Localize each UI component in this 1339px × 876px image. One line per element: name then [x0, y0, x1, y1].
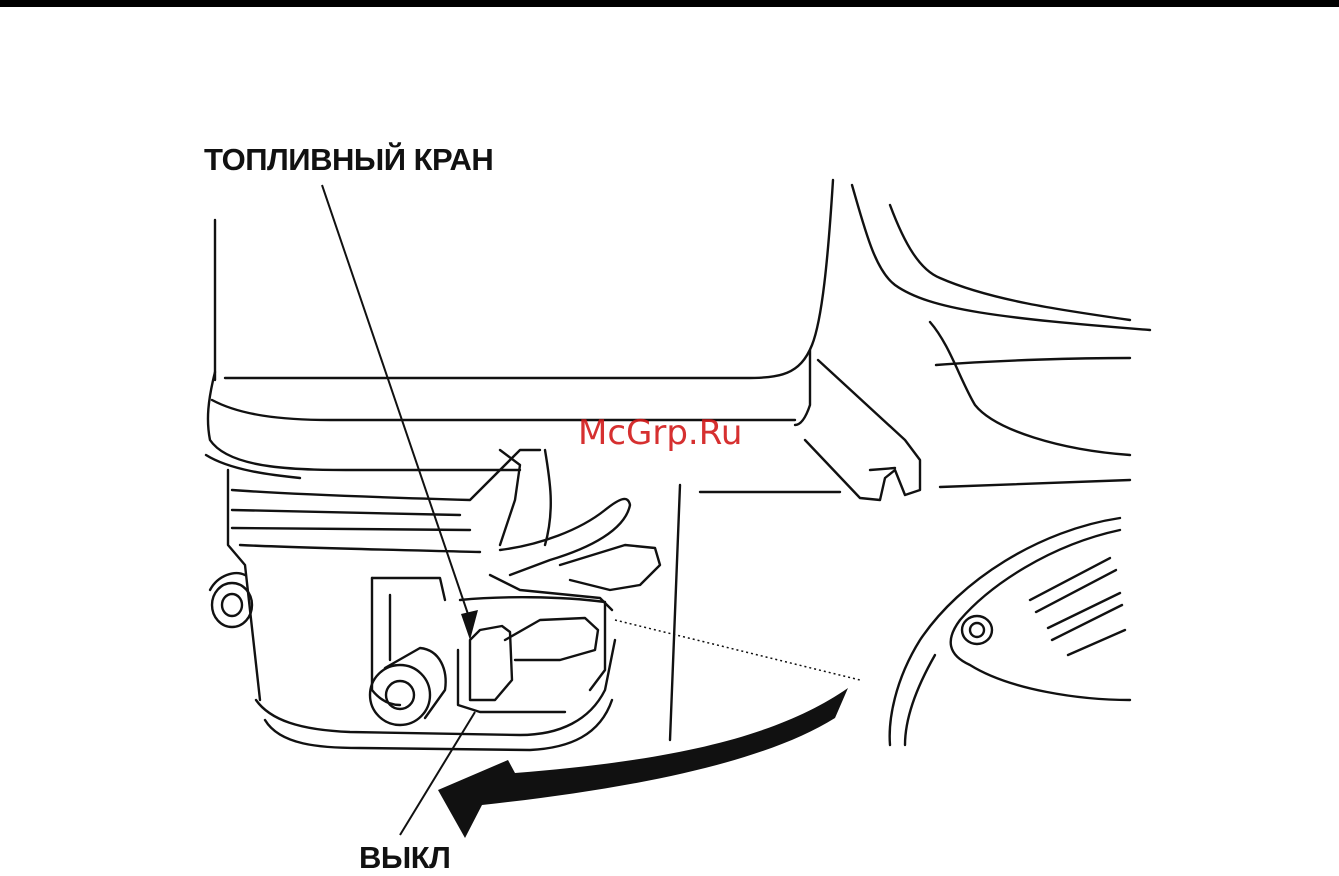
watermark-text: McGrp.Ru — [578, 413, 742, 453]
carburetor — [228, 450, 680, 750]
starter-cover — [890, 518, 1130, 745]
inlet-fitting — [370, 648, 446, 725]
fuel-valve-lever — [458, 597, 605, 712]
fuel-cup-bracket — [700, 360, 1130, 500]
off-direction-arrow — [438, 688, 848, 838]
engine-shroud — [852, 185, 1150, 455]
choke-lever — [490, 499, 660, 610]
fuel-valve-label: ТОПЛИВНЫЙ КРАН — [204, 142, 493, 178]
